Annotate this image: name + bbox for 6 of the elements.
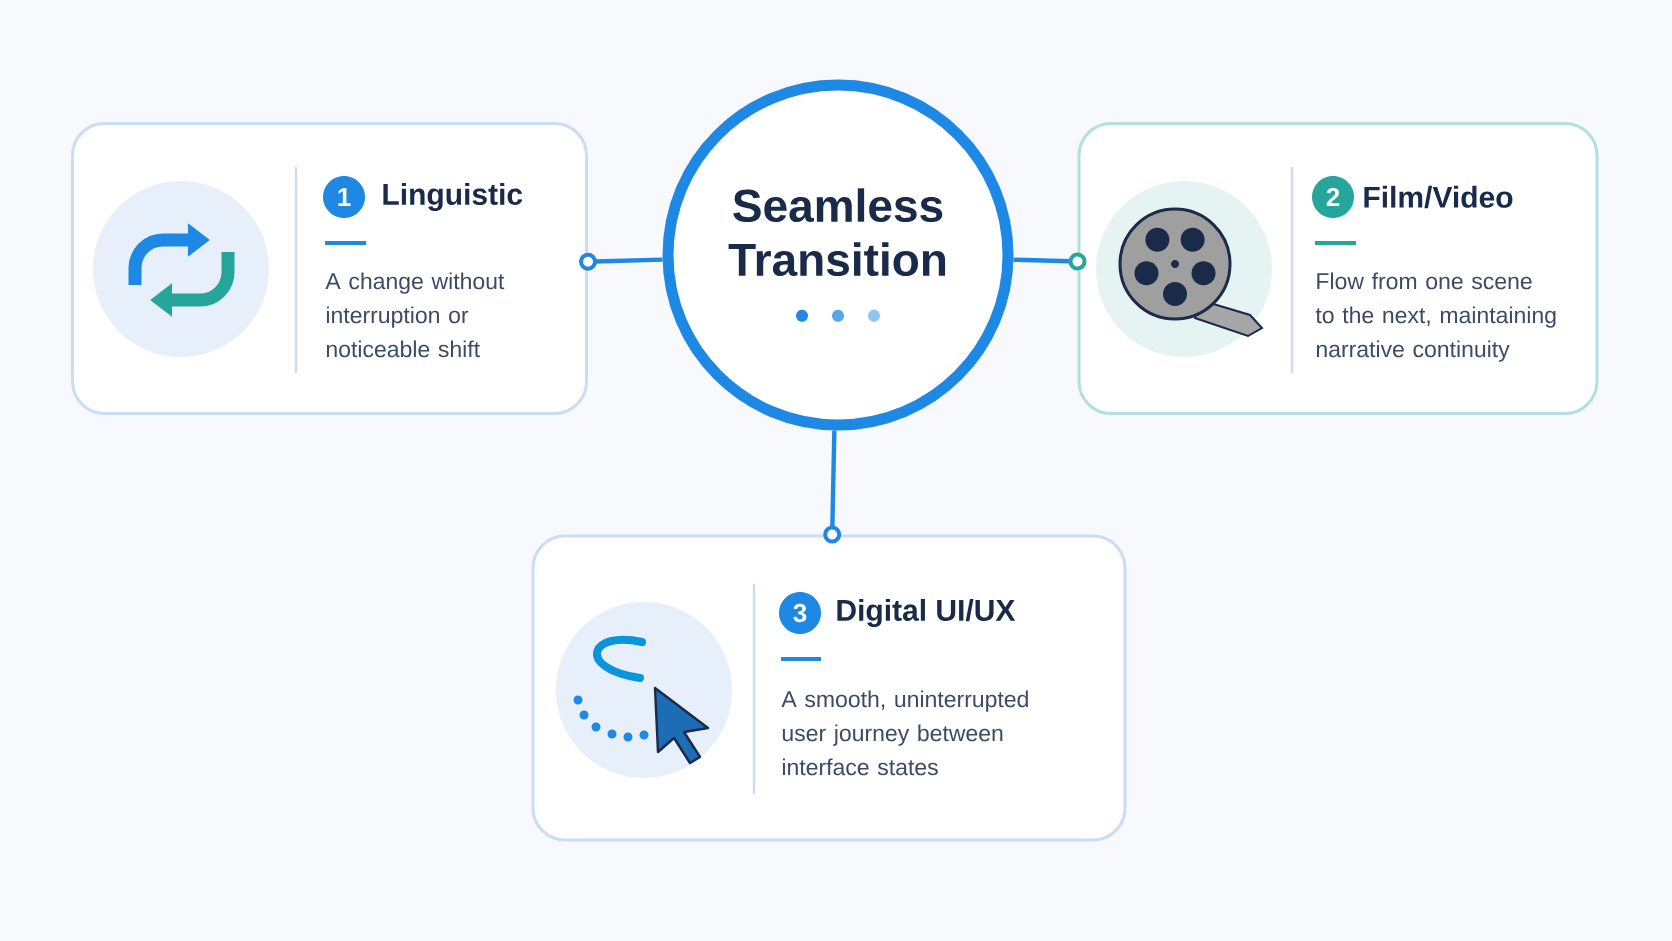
connector <box>823 430 842 544</box>
connector <box>1013 252 1087 271</box>
connector <box>579 252 663 271</box>
number-badge: 3 <box>779 592 821 634</box>
number-badge: 1 <box>323 176 365 218</box>
number-badge: 2 <box>1312 176 1354 218</box>
